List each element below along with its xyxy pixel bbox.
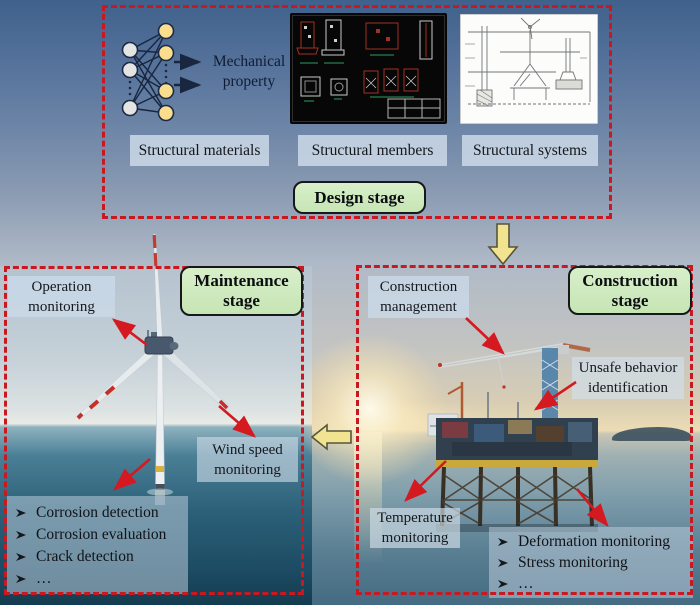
note-text: management [380, 299, 457, 315]
unsafe-behavior-identification-label: Unsafe behavior identification [572, 357, 684, 399]
caption-text: Structural materials [138, 141, 261, 159]
construction-management-label: Construction management [368, 276, 469, 318]
caption-structural-materials: Structural materials [130, 135, 269, 166]
structural-systems-panel [460, 14, 598, 124]
construction-checklist: Deformation monitoring Stress monitoring… [489, 527, 693, 598]
badge-text: Construction [582, 270, 678, 290]
list-item-text: Corrosion evaluation [36, 525, 167, 543]
maintenance-stage-box [4, 266, 304, 595]
list-item-text: … [36, 570, 52, 588]
caption-text: Structural systems [472, 141, 588, 159]
note-text: monitoring [214, 461, 281, 478]
construction-stage-badge: Construction stage [568, 266, 692, 315]
badge-text: stage [223, 291, 260, 310]
badge-text: Maintenance [194, 271, 289, 290]
list-item: Deformation monitoring [497, 532, 685, 553]
wind-turbine-illustration [76, 233, 230, 505]
list-item: Corrosion evaluation [15, 524, 180, 545]
mechanical-property-line2: property [222, 73, 276, 90]
list-item-text: Deformation monitoring [518, 533, 670, 551]
badge-text: stage [611, 290, 649, 310]
list-item-text: Corrosion detection [36, 503, 159, 521]
list-item: Stress monitoring [497, 553, 685, 574]
note-text: monitoring [28, 298, 95, 315]
note-text: identification [588, 380, 668, 396]
neural-network-diagram [121, 22, 202, 122]
bullet-arrow-icon [498, 559, 508, 567]
cad-drawing-panel [290, 13, 447, 124]
note-text: monitoring [381, 530, 449, 546]
note-text: Unsafe behavior [578, 360, 678, 376]
bullet-arrow-icon [16, 530, 26, 539]
maintenance-stage-badge: Maintenance stage [180, 266, 303, 316]
list-item: Crack detection [15, 547, 180, 568]
list-item-text: Crack detection [36, 548, 134, 566]
maintenance-checklist: Corrosion detection Corrosion evaluation… [7, 496, 188, 594]
mechanical-property-line1: Mechanical [212, 53, 286, 70]
list-item: … [497, 573, 685, 594]
bullet-arrow-icon [498, 579, 508, 588]
caption-text: Structural members [311, 141, 434, 159]
note-text: Operation [31, 278, 92, 295]
construction-stage-box [356, 265, 693, 595]
bullet-arrow-icon [16, 575, 26, 584]
design-stage-box [102, 5, 612, 219]
list-item-text: … [518, 574, 534, 592]
list-item: Corrosion detection [15, 502, 180, 523]
bullet-arrow-icon [16, 553, 26, 562]
list-item-text: Stress monitoring [518, 554, 628, 571]
temperature-monitoring-label: Temperature monitoring [370, 508, 460, 548]
note-text: Wind speed [212, 441, 283, 458]
mechanical-property-label: Mechanical property [201, 52, 297, 92]
caption-structural-members: Structural members [298, 135, 447, 166]
design-stage-badge: Design stage [293, 181, 426, 214]
note-text: Temperature [377, 510, 453, 526]
note-text: Construction [379, 279, 458, 295]
bullet-arrow-icon [16, 508, 26, 517]
operation-monitoring-label: Operation monitoring [8, 276, 115, 317]
caption-structural-systems: Structural systems [462, 135, 598, 166]
bullet-arrow-icon [498, 538, 508, 547]
badge-text: Design stage [314, 187, 405, 207]
distant-landmass [612, 427, 692, 441]
list-item: … [15, 569, 180, 590]
wind-speed-monitoring-label: Wind speed monitoring [197, 437, 298, 482]
